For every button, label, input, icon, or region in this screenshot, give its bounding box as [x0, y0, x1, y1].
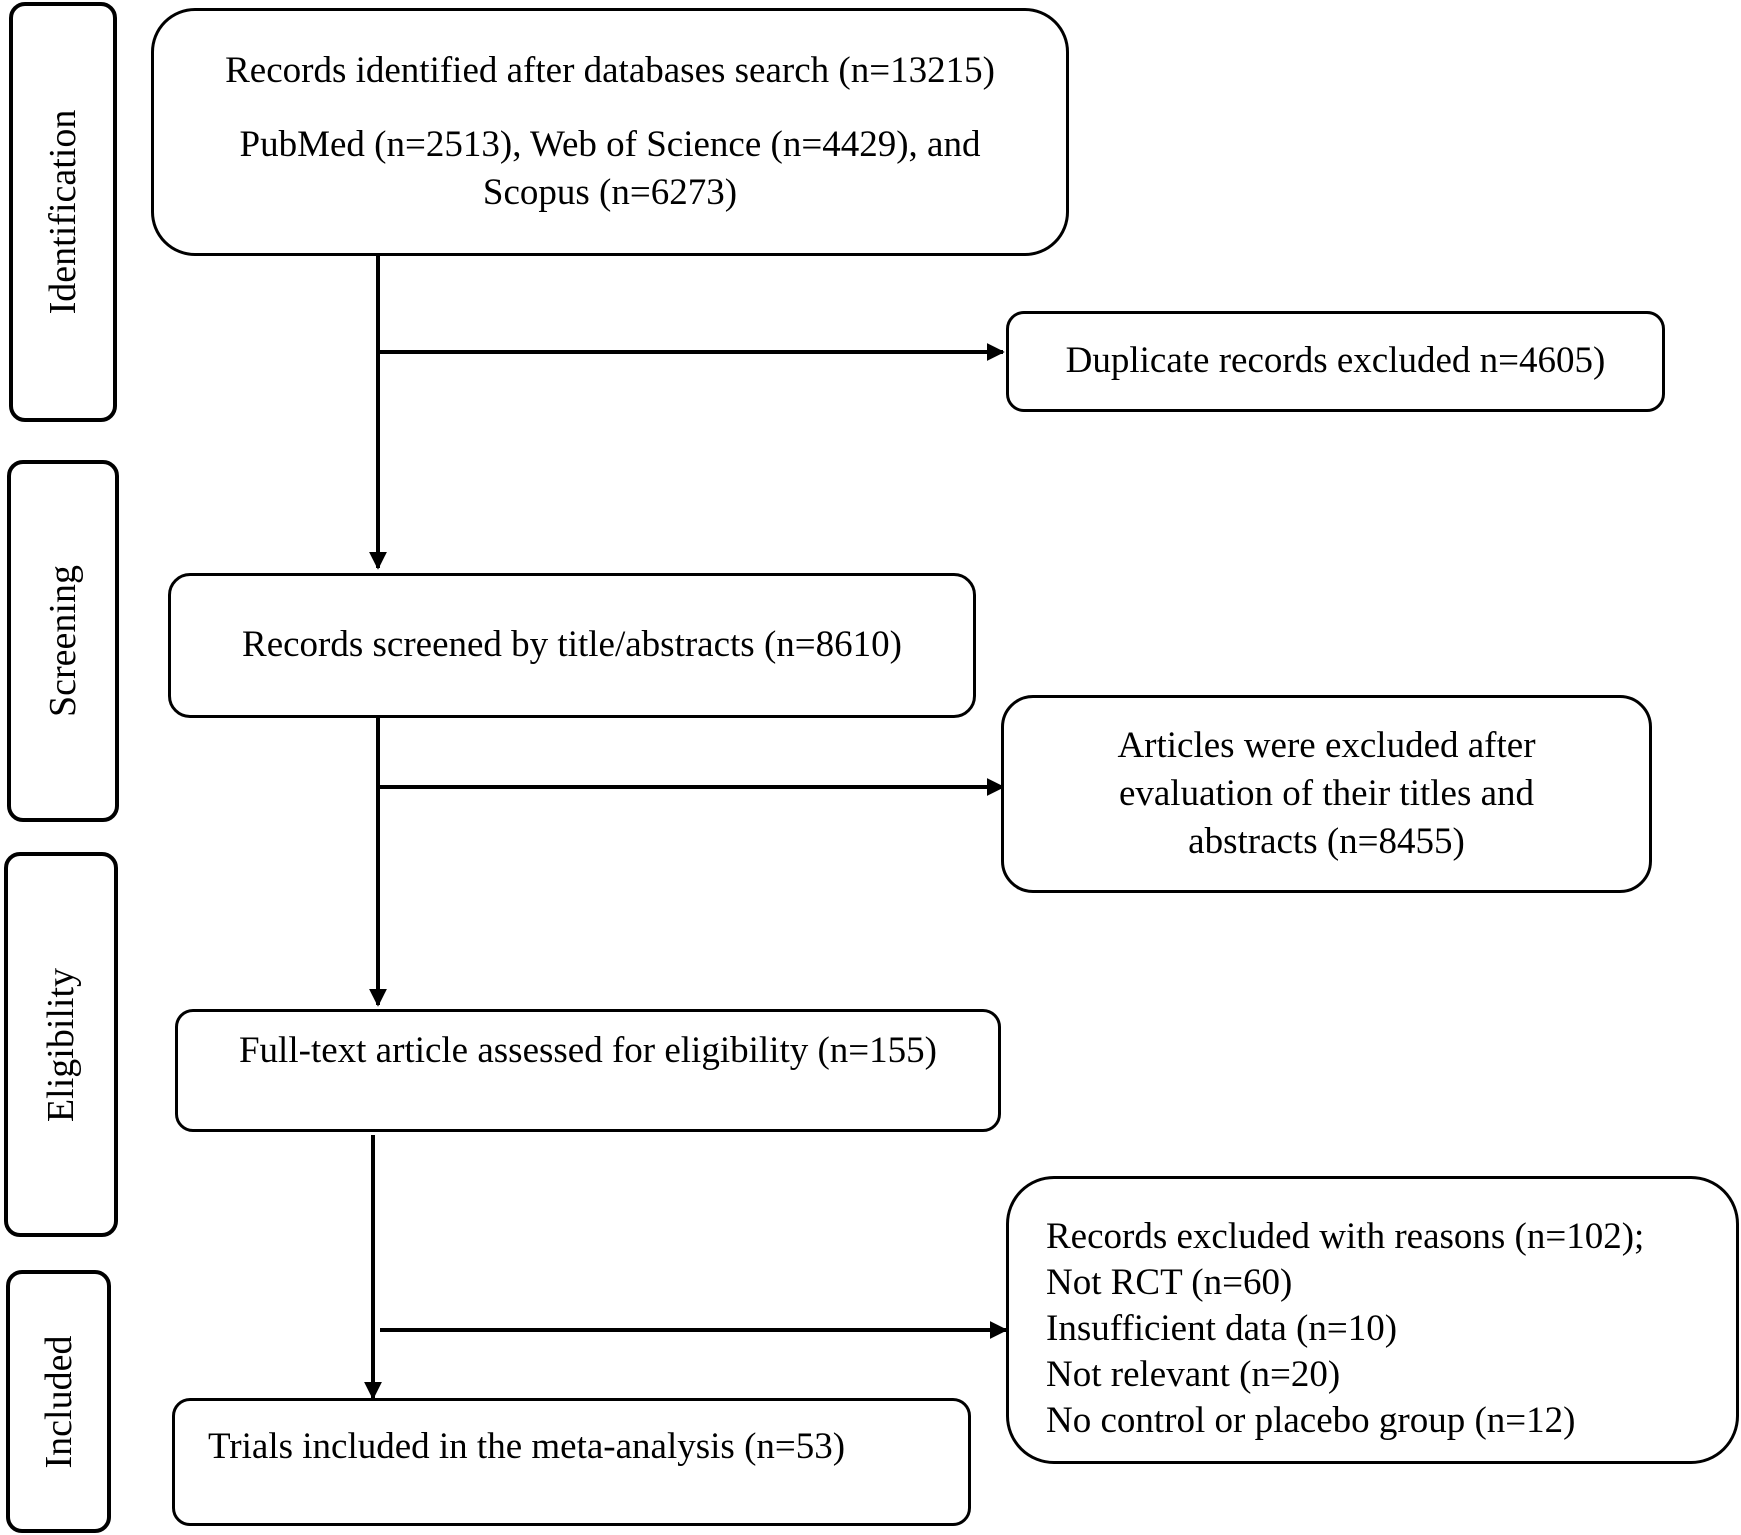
records-screened-text: Records screened by title/abstracts (n=8… — [242, 624, 902, 666]
duplicates-excluded-text: Duplicate records excluded n=4605) — [1065, 340, 1606, 382]
records-identified-text: Records identified after databases searc… — [225, 49, 995, 91]
database-counts-text-cont: Scopus (n=6273) — [482, 172, 738, 214]
stage-identification: Identification — [9, 2, 117, 422]
excluded-titles-text-3: abstracts (n=8455) — [1188, 821, 1465, 863]
exclusion-reason-not-relevant: Not relevant (n=20) — [1046, 1354, 1341, 1395]
trials-included-box: Trials included in the meta-analysis (n=… — [172, 1398, 971, 1526]
records-identified-box: Records identified after databases searc… — [151, 8, 1069, 256]
excluded-titles-text-1: Articles were excluded after — [1117, 724, 1536, 766]
stage-included: Included — [6, 1270, 111, 1533]
records-screened-box: Records screened by title/abstracts (n=8… — [168, 573, 976, 718]
excluded-titles-text-2: evaluation of their titles and — [1118, 772, 1535, 814]
stage-screening: Screening — [7, 460, 119, 822]
trials-included-text: Trials included in the meta-analysis (n=… — [208, 1426, 846, 1467]
fulltext-assessed-box: Full-text article assessed for eligibili… — [175, 1009, 1001, 1132]
database-counts-text: PubMed (n=2513), Web of Science (n=4429)… — [239, 123, 981, 165]
stage-eligibility: Eligibility — [4, 852, 118, 1237]
excluded-titles-box: Articles were excluded after evaluation … — [1001, 695, 1652, 893]
excluded-reasons-header: Records excluded with reasons (n=102); — [1046, 1216, 1645, 1257]
exclusion-reason-insufficient-data: Insufficient data (n=10) — [1046, 1308, 1398, 1349]
exclusion-reason-no-control: No control or placebo group (n=12) — [1046, 1400, 1576, 1441]
fulltext-assessed-text: Full-text article assessed for eligibili… — [238, 1030, 937, 1072]
exclusion-reason-not-rct: Not RCT (n=60) — [1046, 1262, 1293, 1303]
excluded-reasons-box: Records excluded with reasons (n=102); N… — [1006, 1176, 1739, 1464]
duplicates-excluded-box: Duplicate records excluded n=4605) — [1006, 311, 1665, 412]
